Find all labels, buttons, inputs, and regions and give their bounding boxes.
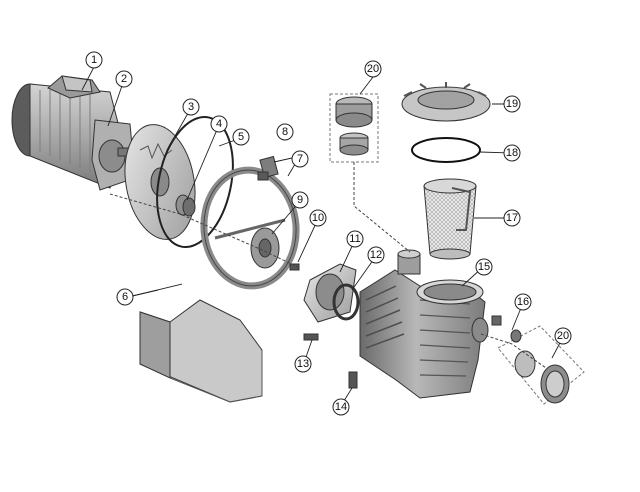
callout-20-right: 20 (554, 327, 572, 345)
lid-o-ring (411, 137, 481, 163)
diffuser-o-ring (332, 283, 360, 321)
callout-20-top: 20 (364, 60, 382, 78)
callout-6: 6 (116, 288, 134, 306)
svg-text:15: 15 (478, 261, 490, 273)
svg-text:20: 20 (557, 330, 569, 342)
svg-text:2: 2 (121, 73, 127, 85)
diffuser-plate (303, 263, 357, 323)
callout-1: 1 (85, 51, 103, 69)
svg-text:9: 9 (297, 194, 303, 206)
svg-text:20: 20 (367, 63, 379, 75)
callout-3: 3 (182, 98, 200, 116)
svg-text:16: 16 (517, 296, 529, 308)
callout-18: 18 (503, 144, 521, 162)
callout-10: 10 (309, 209, 327, 227)
svg-text:13: 13 (297, 358, 309, 370)
callout-15: 15 (475, 258, 493, 276)
svg-text:3: 3 (188, 101, 194, 113)
svg-text:6: 6 (122, 291, 128, 303)
callout-4: 4 (210, 115, 228, 133)
impeller-screw (289, 263, 300, 271)
callout-9: 9 (291, 191, 309, 209)
callout-14: 14 (332, 398, 350, 416)
svg-text:19: 19 (506, 98, 518, 110)
callout-19: 19 (503, 95, 521, 113)
lid-locking-ring (401, 82, 491, 122)
svg-text:5: 5 (238, 131, 244, 143)
callout-11: 11 (346, 230, 364, 248)
svg-text:17: 17 (506, 212, 518, 224)
pump-housing (359, 249, 489, 399)
union-set-top (329, 93, 379, 163)
o-ring-diffuser (156, 116, 234, 248)
svg-text:1: 1 (91, 54, 97, 66)
svg-text:7: 7 (297, 153, 303, 165)
svg-text:14: 14 (335, 401, 347, 413)
union-set-right (497, 325, 585, 405)
callout-12: 12 (367, 246, 385, 264)
callout-7: 7 (291, 150, 309, 168)
callout-5: 5 (232, 128, 250, 146)
drain-plug-14 (348, 371, 358, 389)
callout-13: 13 (294, 355, 312, 373)
strainer-basket (423, 178, 477, 260)
svg-text:4: 4 (216, 118, 222, 130)
svg-text:11: 11 (349, 233, 360, 245)
callout-8: 8 (276, 123, 294, 141)
drain-screw-13 (303, 333, 319, 341)
callout-17: 17 (503, 209, 521, 227)
drain-plug-16 (491, 315, 522, 343)
callout-2: 2 (115, 70, 133, 88)
callout-16: 16 (514, 293, 532, 311)
diffuser-ring (200, 166, 300, 290)
impeller (250, 227, 280, 269)
cable-gland (257, 155, 279, 181)
pump-base (139, 299, 263, 403)
svg-text:18: 18 (506, 147, 518, 159)
motor-flange (91, 119, 136, 191)
svg-text:12: 12 (370, 249, 382, 261)
svg-text:10: 10 (312, 212, 324, 224)
svg-text:8: 8 (282, 126, 288, 138)
